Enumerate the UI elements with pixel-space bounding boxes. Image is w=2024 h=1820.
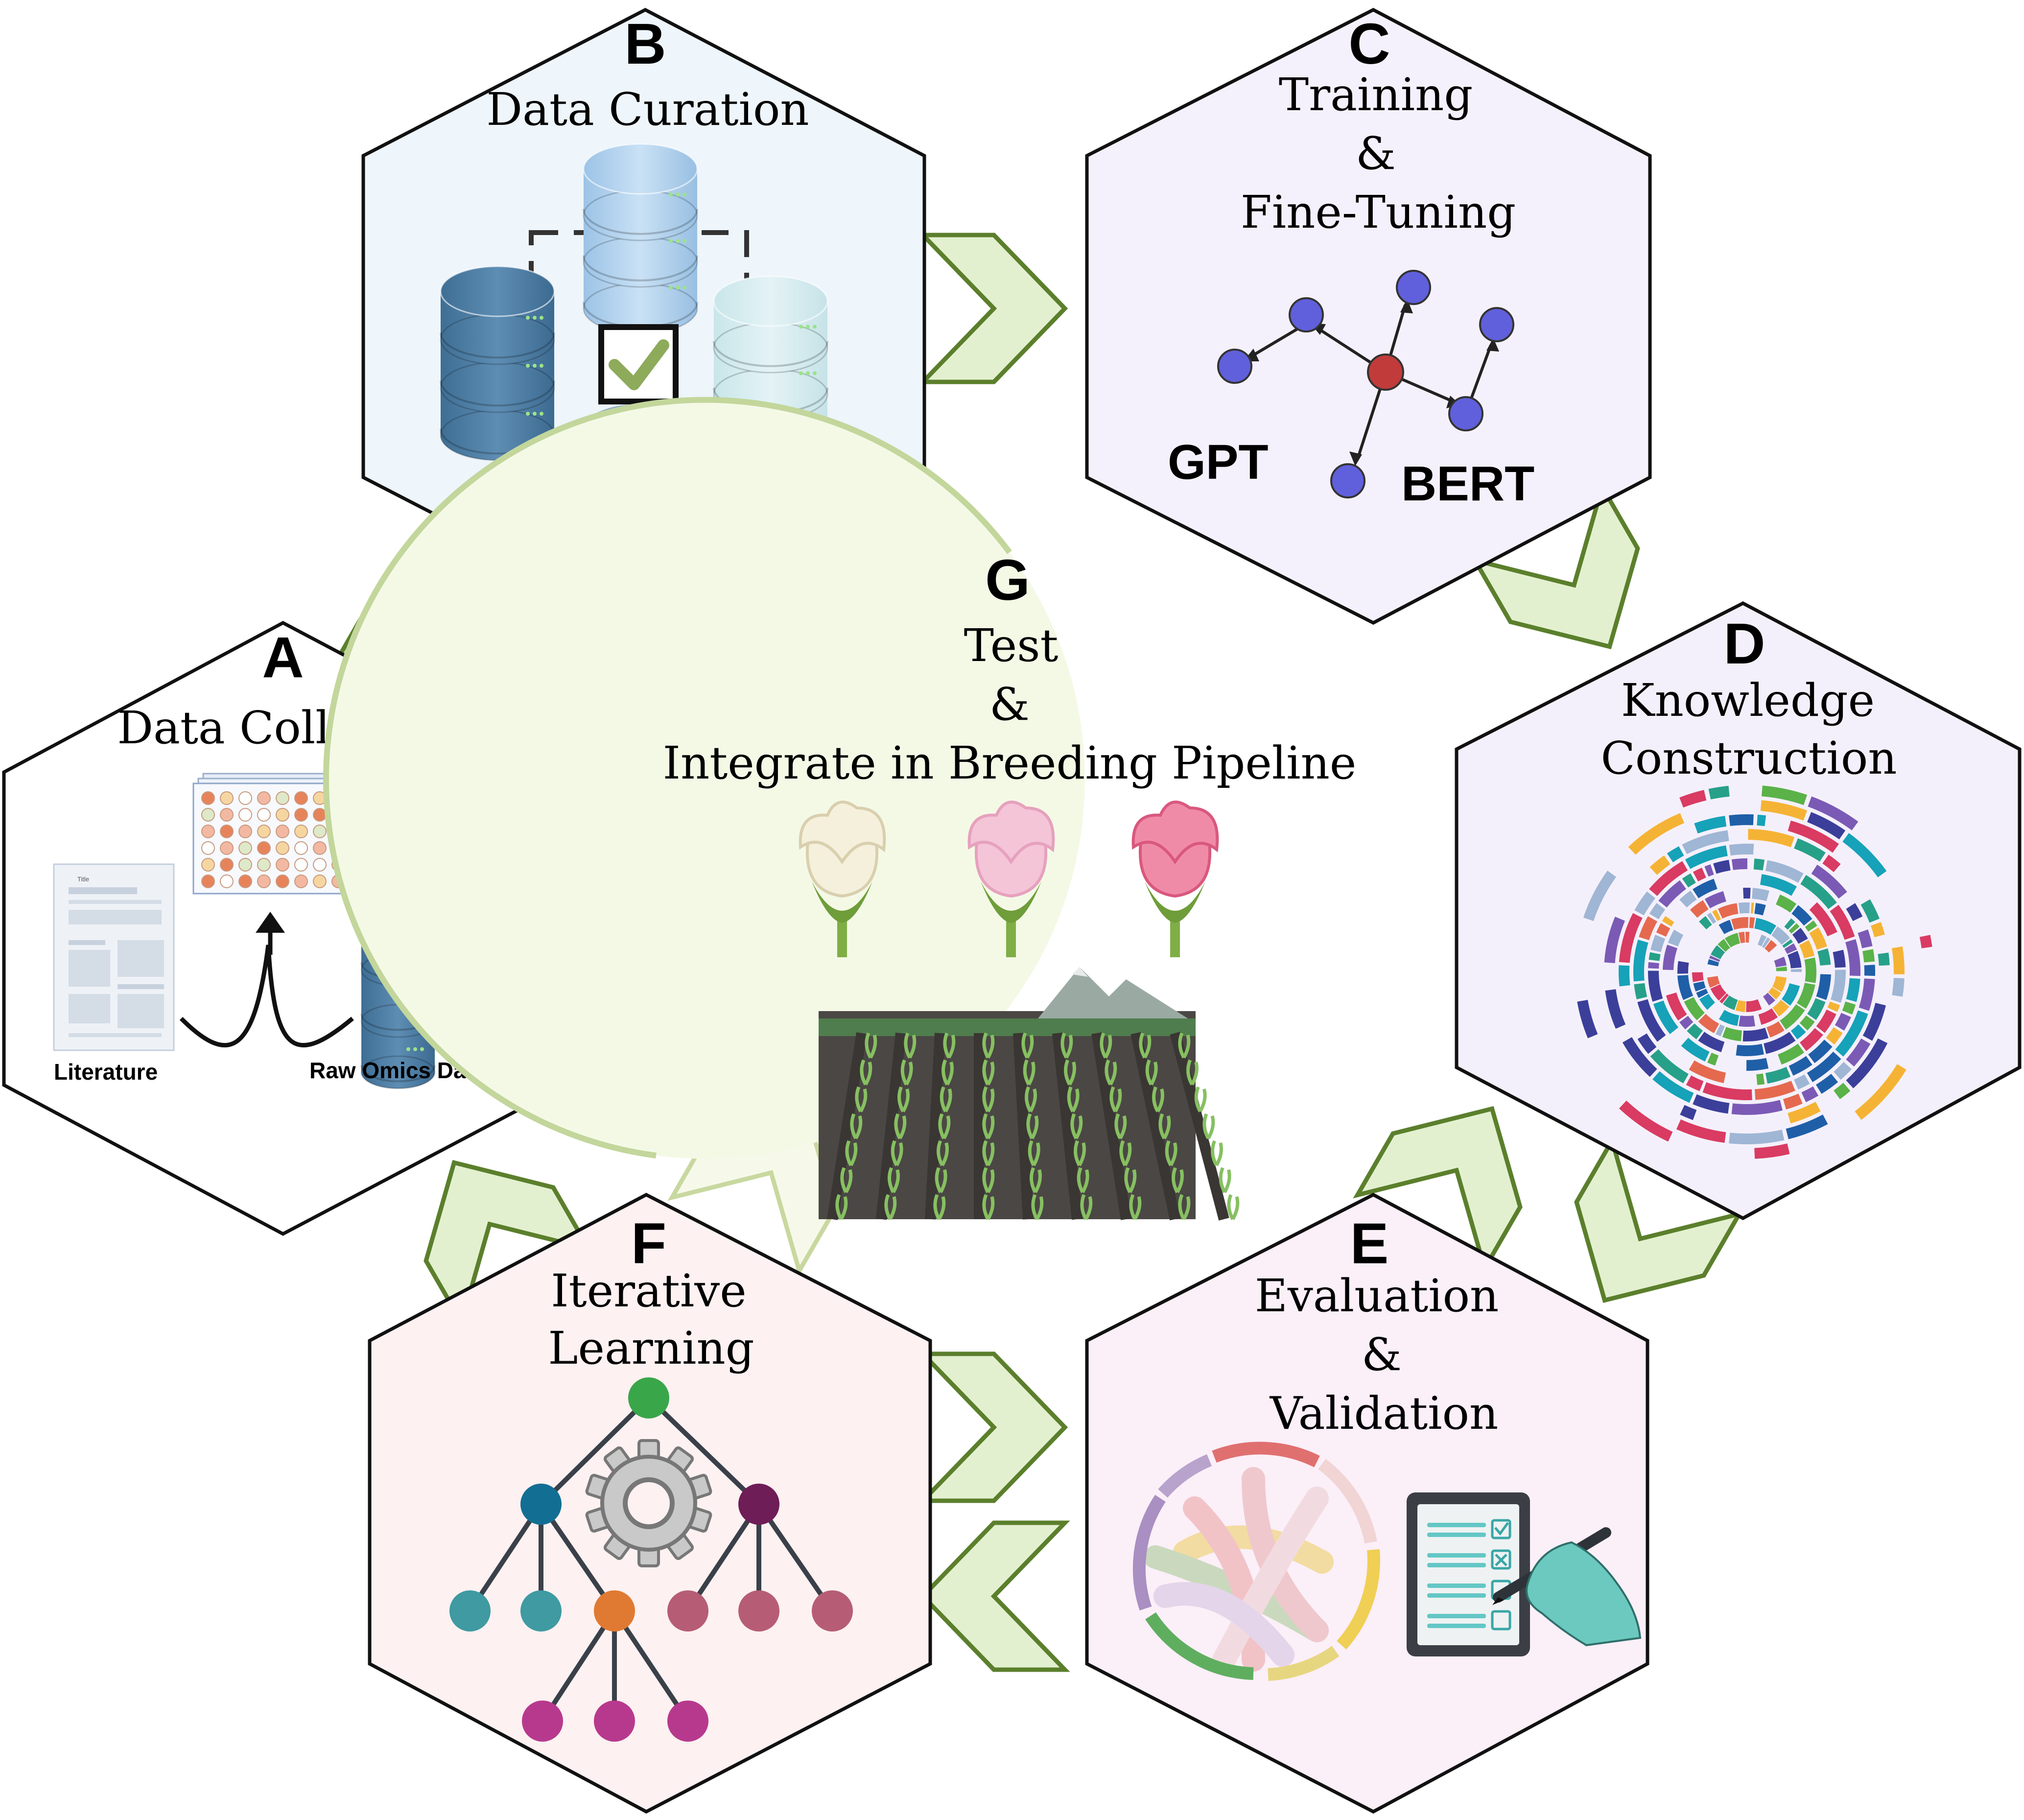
panel-d-knowledge: D Knowledge Construction bbox=[1455, 601, 2022, 1220]
panel-a-letter: A bbox=[262, 625, 304, 690]
chord-diagram-icon bbox=[1132, 1442, 1380, 1681]
panel-d-title-line1: Knowledge bbox=[1621, 674, 1875, 727]
panel-g-title-line3: Integrate in Breeding Pipeline bbox=[663, 737, 1357, 789]
panel-e-hexagon bbox=[1085, 1193, 1649, 1814]
panel-b-letter: B bbox=[624, 12, 666, 76]
panel-b-title: Data Curation bbox=[486, 83, 809, 136]
cotton-flower-icon bbox=[1131, 801, 1219, 957]
chevron-arrow-icon bbox=[1574, 1135, 1744, 1303]
crop-field-icon bbox=[819, 967, 1240, 1221]
chevron-arrow-icon bbox=[1353, 1106, 1523, 1275]
cotton-flower-icon bbox=[967, 801, 1055, 957]
panel-d-letter: D bbox=[1723, 612, 1765, 676]
panel-f-title-line1: Iterative bbox=[551, 1265, 746, 1317]
panel-c-hexagon bbox=[1085, 8, 1652, 625]
literature-document-icon: Title bbox=[53, 863, 175, 1051]
network-nodes bbox=[1217, 270, 1514, 498]
panel-f-letter: F bbox=[631, 1211, 666, 1276]
document-title-text: Title bbox=[77, 875, 89, 883]
up-arrow-head bbox=[256, 912, 285, 933]
panel-c-title-line2: & bbox=[1356, 127, 1396, 180]
bert-label: BERT bbox=[1401, 456, 1534, 511]
tree-nodes bbox=[449, 1377, 853, 1742]
cotton-flowers-icon bbox=[799, 801, 1219, 957]
panel-d-title-line2: Construction bbox=[1600, 732, 1897, 784]
panel-g-test-integrate: G Test & Integrate in Breeding Pipeline bbox=[323, 397, 1357, 1221]
panel-f-title-line2: Learning bbox=[548, 1322, 754, 1374]
panel-e-title-line3: Validation bbox=[1270, 1387, 1498, 1440]
chevron-arrow-icon bbox=[918, 1351, 1068, 1503]
checklist-icon bbox=[1407, 1492, 1530, 1656]
panel-f-iterative: F Iterative Learning bbox=[368, 1193, 932, 1814]
hand-with-pen-icon bbox=[1492, 1527, 1642, 1647]
panel-c-title-line3: Fine-Tuning bbox=[1241, 186, 1516, 238]
gear-icon bbox=[585, 1439, 712, 1567]
literature-label: Literature bbox=[54, 1059, 158, 1085]
panel-e-title-line2: & bbox=[1362, 1328, 1402, 1381]
chevron-arrow-icon bbox=[919, 1520, 1070, 1672]
chevron-arrow-icon bbox=[424, 1160, 593, 1328]
panel-g-title-line2: & bbox=[989, 678, 1030, 731]
gpt-label: GPT bbox=[1168, 435, 1269, 490]
panel-g-circle bbox=[323, 397, 1012, 1158]
panel-g-title-line1: Test bbox=[964, 619, 1059, 672]
panel-e-title-line1: Evaluation bbox=[1255, 1270, 1499, 1322]
panel-c-training: C Training & Fine-Tuning bbox=[1085, 8, 1652, 625]
chevron-arrow-icon bbox=[1470, 481, 1640, 649]
radial-chart-icon bbox=[1577, 785, 1932, 1159]
checkmark-icon bbox=[598, 324, 679, 404]
panel-c-title-line1: Training bbox=[1279, 69, 1473, 121]
panel-g-letter: G bbox=[985, 548, 1030, 613]
panel-e-letter: E bbox=[1350, 1211, 1389, 1276]
chevron-arrow-icon bbox=[918, 233, 1068, 384]
panel-d-hexagon bbox=[1455, 601, 2022, 1220]
cotton-flower-icon bbox=[799, 801, 886, 957]
panel-c-letter: C bbox=[1348, 12, 1390, 76]
panel-e-evaluation: E Evaluation & Validation bbox=[1085, 1193, 1649, 1814]
